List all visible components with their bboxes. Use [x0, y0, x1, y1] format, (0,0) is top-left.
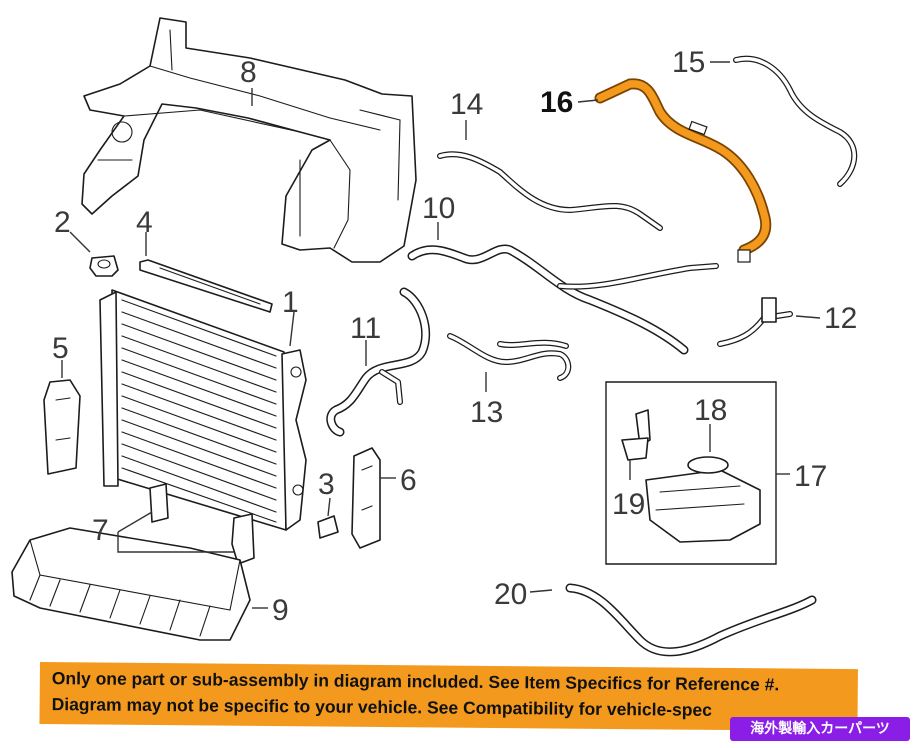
- callout-16: 16: [540, 86, 573, 119]
- part-5-deflector: [43, 379, 81, 475]
- part-9-lower-deflector: [11, 527, 251, 641]
- part-10-hose: [407, 244, 719, 355]
- callout-2: 2: [54, 206, 71, 239]
- leader-lines: [61, 61, 821, 609]
- part-13-hose: [447, 333, 572, 381]
- part-16-hose-highlighted: [594, 78, 772, 263]
- callout-4: 4: [136, 206, 153, 239]
- callout-1: 1: [282, 286, 299, 319]
- callout-5: 5: [52, 332, 69, 365]
- part-11-hose: [326, 287, 431, 437]
- watermark-badge: 海外製輸入カーパーツ: [730, 717, 910, 741]
- part-15-hose: [733, 55, 858, 187]
- callout-3: 3: [318, 468, 335, 501]
- part-3-bracket: [317, 515, 339, 539]
- part-2-mount: [89, 255, 119, 277]
- callout-11: 11: [350, 312, 381, 345]
- part-14-hose: [437, 151, 663, 231]
- callout-8: 8: [240, 56, 257, 89]
- part-12-connector: [717, 297, 793, 347]
- part-17-reservoir-group: [605, 381, 777, 565]
- part-20-hose: [565, 583, 817, 657]
- callout-9: 9: [272, 594, 289, 627]
- part-1-radiator: [99, 289, 307, 531]
- notice-line-1: Only one part or sub-assembly in diagram…: [51, 668, 780, 695]
- notice-line-2: Diagram may not be specific to your vehi…: [51, 694, 713, 720]
- callout-7: 7: [92, 514, 109, 547]
- callout-20: 20: [494, 578, 527, 611]
- part-6-deflector: [351, 447, 381, 549]
- callout-17: 17: [794, 460, 827, 493]
- callout-15: 15: [672, 46, 705, 79]
- part-7-brackets: [149, 483, 255, 565]
- callout-18: 18: [694, 394, 727, 427]
- part-4-seal-strip: [139, 259, 273, 313]
- callout-6: 6: [400, 464, 417, 497]
- callout-10: 10: [422, 192, 455, 225]
- callout-19: 19: [612, 488, 645, 521]
- callout-12: 12: [824, 302, 857, 335]
- callout-13: 13: [470, 396, 503, 429]
- callout-14: 14: [450, 88, 483, 121]
- part-8-radiator-support: [81, 17, 417, 263]
